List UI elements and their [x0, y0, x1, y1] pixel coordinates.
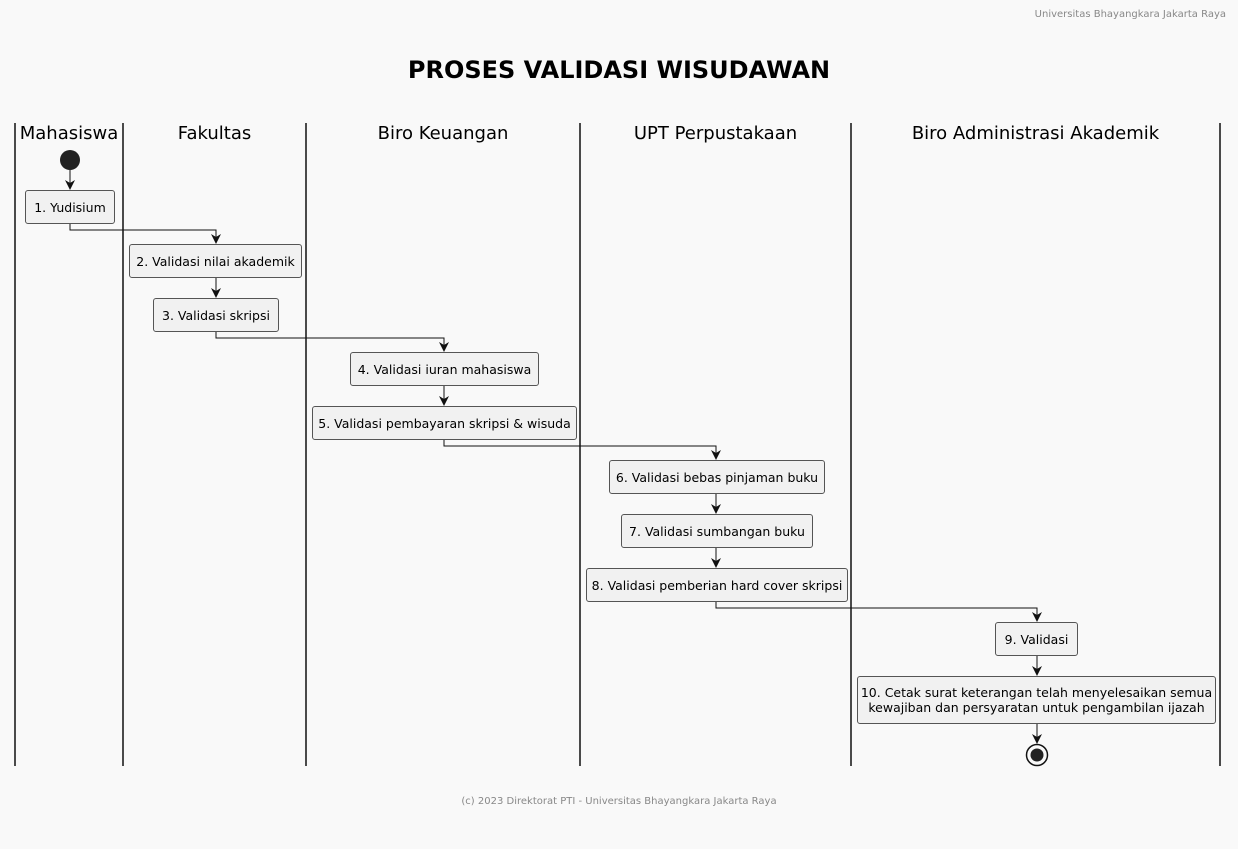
activity-validasi-pembayaran-skripsi-wisuda: 5. Validasi pembayaran skripsi & wisuda	[312, 406, 577, 440]
activity-validasi-nilai-akademik: 2. Validasi nilai akademik	[129, 244, 302, 278]
lane-title-biro-administrasi-akademik: Biro Administrasi Akademik	[911, 123, 1160, 144]
end-node	[1025, 743, 1049, 767]
activity-validasi: 9. Validasi	[995, 622, 1078, 656]
activity-validasi-skripsi: 3. Validasi skripsi	[153, 298, 279, 332]
flow-arrows	[65, 170, 1042, 744]
lane-separators	[14, 123, 1221, 766]
activity-validasi-hard-cover-skripsi: 8. Validasi pemberian hard cover skripsi	[586, 568, 848, 602]
lane-title-mahasiswa: Mahasiswa	[19, 123, 119, 144]
activity-yudisium: 1. Yudisium	[25, 190, 115, 224]
activity-cetak-surat-line-2: kewajiban dan persyaratan untuk pengambi…	[868, 700, 1205, 715]
start-node	[60, 150, 80, 170]
footer-copyright: (c) 2023 Direktorat PTI - Universitas Bh…	[461, 796, 777, 807]
activity-cetak-surat-keterangan: 10. Cetak surat keterangan telah menyele…	[857, 676, 1216, 724]
activity-cetak-surat-line-1: 10. Cetak surat keterangan telah menyele…	[860, 685, 1213, 700]
lane-title-upt-perpustakaan: UPT Perpustakaan	[633, 123, 798, 144]
flow-arrow-8-to-9	[715, 602, 1042, 622]
lane-title-biro-keuangan: Biro Keuangan	[377, 123, 509, 144]
activity-validasi-iuran-mahasiswa: 4. Validasi iuran mahasiswa	[350, 352, 539, 386]
flow-arrow-1-to-2	[69, 224, 221, 244]
lane-title-fakultas: Fakultas	[177, 123, 252, 144]
activity-validasi-bebas-pinjaman-buku: 6. Validasi bebas pinjaman buku	[609, 460, 825, 494]
flow-arrow-3-to-4	[215, 332, 449, 352]
activity-validasi-sumbangan-buku: 7. Validasi sumbangan buku	[621, 514, 813, 548]
diagram-title: PROSES VALIDASI WISUDAWAN	[407, 56, 831, 84]
header-note: Universitas Bhayangkara Jakarta Raya	[1034, 9, 1226, 20]
flow-arrow-5-to-6	[443, 440, 721, 460]
